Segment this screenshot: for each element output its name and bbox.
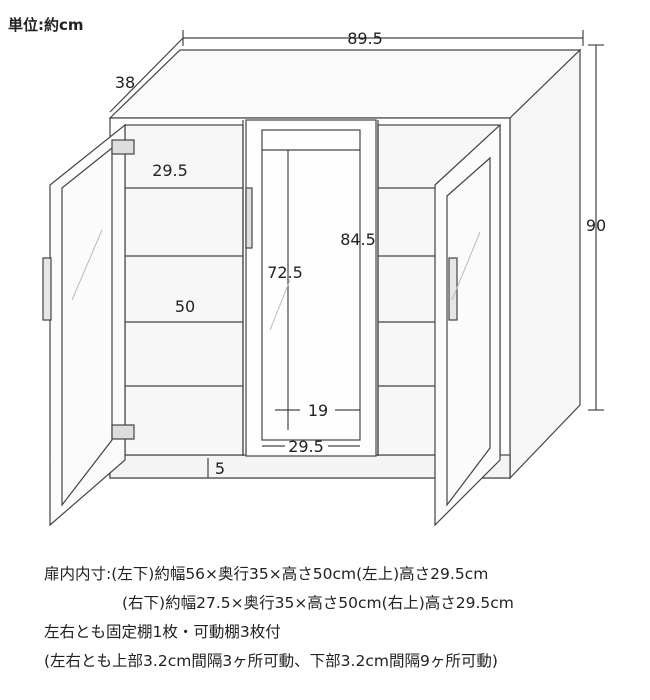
plinth-label: 5 — [215, 459, 225, 478]
center-height-label: 72.5 — [267, 263, 303, 282]
center-bottom-width-label: 29.5 — [288, 437, 324, 456]
note-line: (右下)約幅27.5×奥行35×高さ50cm(右上)高さ29.5cm — [122, 594, 514, 612]
left-bay — [124, 124, 244, 456]
depth-label: 38 — [115, 73, 135, 92]
lower-left-label: 50 — [175, 297, 195, 316]
hinge — [111, 139, 135, 155]
center-inner-label: 19 — [308, 401, 328, 420]
cabinet-top — [108, 49, 582, 119]
cabinet-diagram: 89.5 38 90 84.5 29.5 50 72.5 19 29.5 5 — [42, 29, 606, 527]
note-line: 扉内内寸:(左下)約幅56×奥行35×高さ50cm(左上)高さ29.5cm — [44, 565, 489, 583]
hinge — [111, 424, 135, 440]
right-door-handle — [448, 257, 458, 321]
left-open-door — [49, 123, 126, 527]
center-door-glass — [261, 129, 361, 441]
note-line: (左右とも上部3.2cm間隔3ヶ所可動、下部3.2cm間隔9ヶ所可動) — [44, 652, 498, 670]
height-label: 90 — [586, 216, 606, 235]
spec-notes: 扉内内寸:(左下)約幅56×奥行35×高さ50cm(左上)高さ29.5cm (右… — [44, 560, 514, 676]
left-door-handle — [42, 257, 52, 321]
center-door-handle — [245, 187, 253, 249]
upper-left-label: 29.5 — [152, 161, 188, 180]
inner-height-label: 84.5 — [340, 230, 376, 249]
width-label: 89.5 — [347, 29, 383, 48]
cabinet-right-side — [509, 48, 581, 480]
depth-dimension-line — [109, 37, 184, 113]
center-door — [245, 119, 377, 457]
unit-label: 単位:約cm — [8, 16, 84, 34]
note-line: 左右とも固定棚1枚・可動棚3枚付 — [44, 623, 281, 641]
right-open-door — [434, 123, 501, 527]
